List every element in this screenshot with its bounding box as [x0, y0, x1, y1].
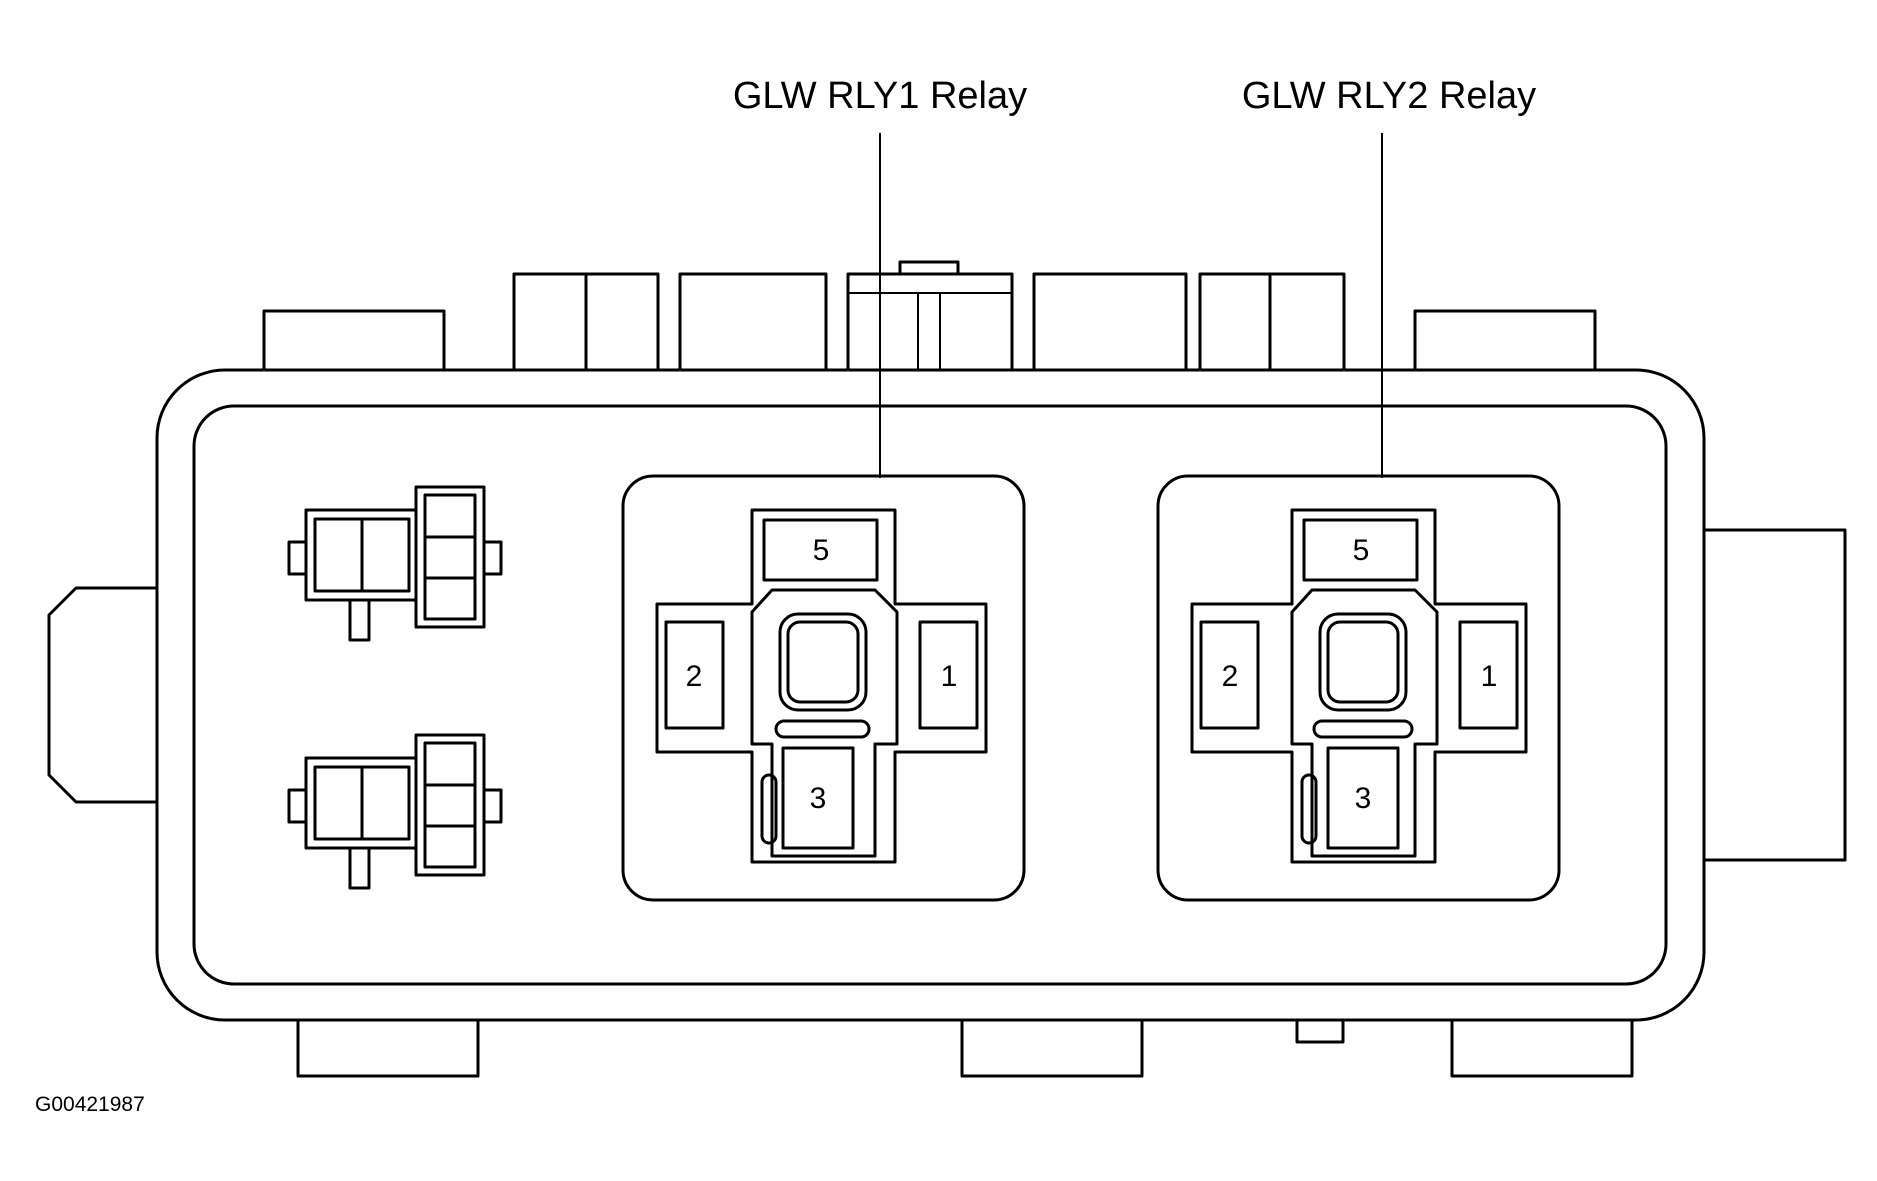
relay1-label: GLW RLY1 Relay — [733, 75, 1027, 117]
relay1-socket: 5 2 1 3 — [621, 474, 1026, 902]
right-side-tab — [1698, 528, 1847, 862]
housing-inner — [192, 404, 1668, 986]
relay2-pin-1: 1 — [1481, 660, 1498, 693]
left-side-tab — [47, 586, 160, 804]
relay1-pin-2: 2 — [686, 660, 703, 693]
small-connector-lower — [287, 733, 503, 890]
relay1-pin-5: 5 — [813, 534, 830, 567]
top-connector-tabs — [262, 260, 1597, 410]
relay2-pin-5: 5 — [1353, 534, 1370, 567]
figure-id: G00421987 — [35, 1093, 145, 1116]
relay2-pin-2: 2 — [1222, 660, 1239, 693]
relay1-pin-3: 3 — [810, 782, 827, 815]
relay1-pin-1: 1 — [941, 660, 958, 693]
relay2-label: GLW RLY2 Relay — [1242, 75, 1536, 117]
relay2-socket: 5 2 1 3 — [1156, 474, 1561, 902]
relay2-pin-3: 3 — [1355, 782, 1372, 815]
small-connector-upper — [287, 485, 503, 642]
